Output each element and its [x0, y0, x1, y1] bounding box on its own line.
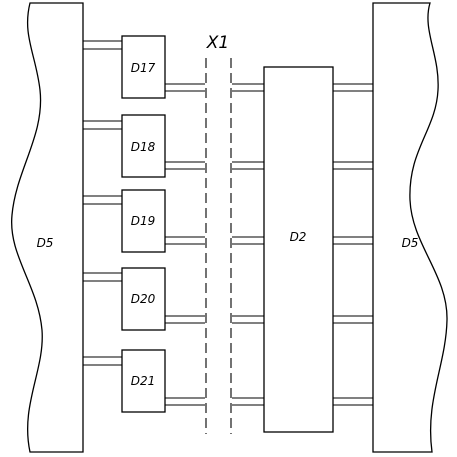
module-d20: D20	[83, 267, 205, 331]
module-d18: D18	[83, 114, 205, 178]
right-d5-block	[372, 2, 448, 453]
d21-box	[121, 349, 166, 413]
d18-box	[121, 114, 166, 178]
module-d17: D17	[83, 35, 205, 99]
module-d19: D19	[83, 189, 205, 253]
center-d2-block	[263, 66, 334, 433]
d20-box	[121, 267, 166, 331]
connector-to-d2-wires	[232, 83, 264, 406]
d18-label: D18	[131, 140, 156, 154]
left-d5-label: D5	[37, 236, 54, 250]
d17-box	[121, 35, 166, 99]
left-d5-block	[11, 2, 84, 453]
right-d5-label: D5	[402, 236, 419, 250]
center-d2-label: D2	[290, 230, 307, 244]
d19-label: D19	[131, 214, 156, 228]
d19-box	[121, 189, 166, 253]
d20-label: D20	[131, 292, 156, 306]
d17-label: D17	[131, 61, 156, 75]
d21-label: D21	[131, 374, 156, 388]
connector-x1-label: X1	[206, 33, 229, 53]
d2-to-d5-wires	[333, 83, 373, 406]
module-d21: D21	[83, 349, 205, 413]
